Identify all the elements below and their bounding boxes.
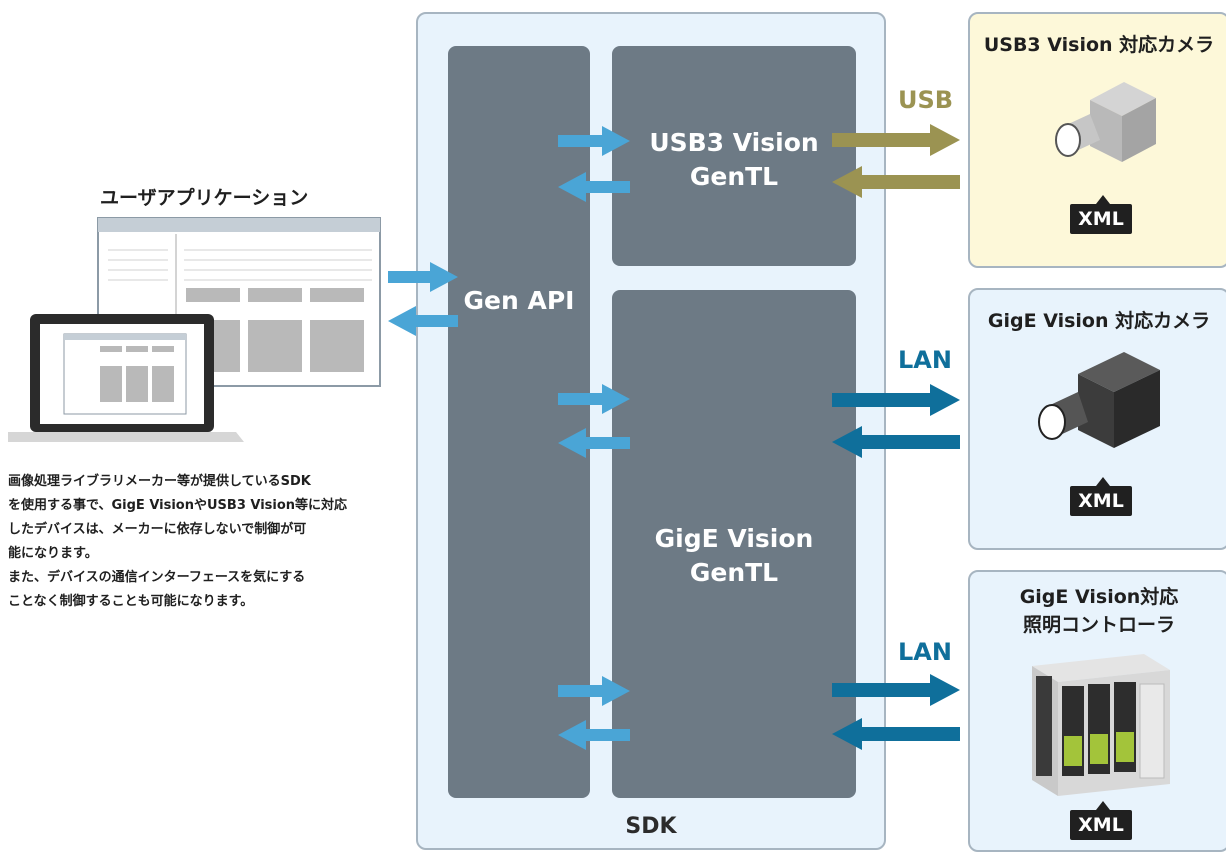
description-line: 能になります。 [8,546,98,561]
genapi-to-app-arrow [388,306,458,336]
gige-to-genapi-arrow-1 [558,428,630,458]
gige-camera-title: GigE Vision 対応カメラ [987,310,1211,332]
laptop-icon [8,217,381,442]
usb3-to-genapi-arrow [558,172,630,202]
lan-out-arrow-1 [832,384,960,416]
description-line: また、デバイスの通信インターフェースを気にする [8,570,306,585]
description-line: ことなく制御することも可能になります。 [8,594,254,609]
xml-badge-2: XML [1070,477,1132,516]
gige-camera-device: GigE Vision 対応カメラ XML [968,288,1226,550]
xml-badge-3: XML [1070,801,1132,840]
usb-label: USB [898,86,954,114]
usb-in-arrow [832,166,960,198]
gige-controller-title-line1: GigE Vision対応 [1019,586,1179,608]
controller-icon [1032,654,1170,796]
description-line: を使用する事で、GigE VisionやUSB3 Vision等に対応 [8,498,348,513]
usb3-gentl-label-line1: USB3 Vision [649,128,819,157]
camera-icon [1038,352,1160,448]
xml-badge-1: XML [1070,195,1132,234]
usb-out-arrow [832,124,960,156]
genapi-to-usb3-arrow [558,126,630,156]
usb3-camera-device: USB3 Vision 対応カメラ XML [968,12,1226,268]
gen-api-block: Gen API [448,46,590,798]
genapi-to-gige-arrow-2 [558,676,630,706]
gige-to-genapi-arrow-2 [558,720,630,750]
lan-in-arrow-2 [832,718,960,750]
usb3-camera-title: USB3 Vision 対応カメラ [983,34,1215,56]
app-description: 画像処理ライブラリメーカー等が提供しているSDK を使用する事で、GigE Vi… [8,470,408,614]
gige-gentl-block: GigE Vision GenTL [612,290,856,798]
description-line: したデバイスは、メーカーに依存しないで制御が可 [8,522,307,537]
lan-label-2: LAN [898,638,952,666]
lan-out-arrow-2 [832,674,960,706]
sdk-label: SDK [625,814,677,839]
lan-label-1: LAN [898,346,952,374]
usb3-gentl-label-line2: GenTL [689,162,779,191]
lan-in-arrow-1 [832,426,960,458]
camera-icon [1055,82,1156,162]
gen-api-label: Gen API [463,286,575,315]
gige-gentl-label-line2: GenTL [689,558,779,587]
app-to-genapi-arrow [388,262,458,292]
usb3-gentl-block: USB3 Vision GenTL [612,46,856,266]
genapi-to-gige-arrow-1 [558,384,630,414]
description-line: 画像処理ライブラリメーカー等が提供しているSDK [8,474,311,489]
gige-controller-title-line2: 照明コントローラ [1022,614,1175,636]
gige-gentl-label-line1: GigE Vision [654,524,814,553]
app-title: ユーザアプリケーション [100,187,309,209]
gige-controller-device: GigE Vision対応 照明コントローラ XML [968,570,1226,852]
